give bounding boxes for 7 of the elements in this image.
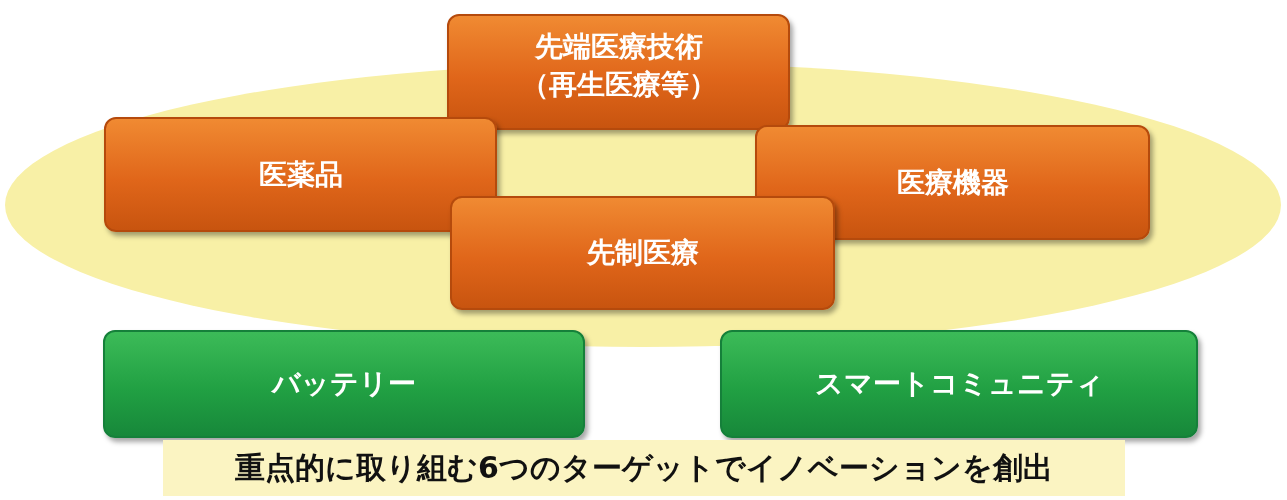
process-box: バッテリー (103, 330, 585, 438)
process-box: 医薬品 (104, 117, 497, 232)
process-box: 先端医療技術（再生医療等） (447, 14, 790, 130)
process-box: スマートコミュニティ (720, 330, 1198, 438)
process-box: 医療機器 (755, 125, 1150, 240)
caption-band: 重点的に取り組む6つのターゲットでイノベーションを創出 (163, 440, 1125, 496)
process-box: 先制医療 (450, 196, 835, 310)
